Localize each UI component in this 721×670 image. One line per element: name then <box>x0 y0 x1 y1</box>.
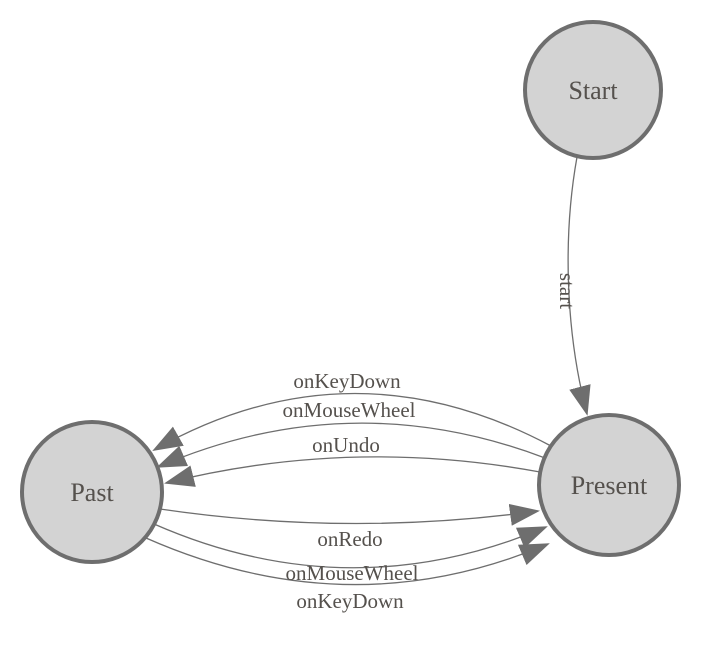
edge-label-onkeydown-top: onKeyDown <box>293 369 401 393</box>
edge-label-onkeydown-bottom: onKeyDown <box>296 589 404 613</box>
edge-past-to-present-onredo <box>159 503 540 526</box>
node-past-circle <box>20 420 164 564</box>
edge-present-to-past-onkeydown <box>152 392 552 451</box>
node-present-circle <box>537 413 681 557</box>
node-start-circle <box>523 20 663 160</box>
edge-labels: start onKeyDown onMouseWheel onUndo onRe… <box>283 273 579 613</box>
node-past: Past <box>20 420 164 564</box>
edge-past-to-present-onmousewheel <box>153 523 548 569</box>
node-present: Present <box>537 413 681 557</box>
edge-lines <box>145 156 591 586</box>
node-past-label: Past <box>70 478 114 507</box>
edge-start-to-present <box>567 156 591 416</box>
edge-label-onredo: onRedo <box>317 527 382 551</box>
edge-past-to-present-onkeydown <box>145 537 550 586</box>
edge-present-to-past-onundo <box>164 456 541 487</box>
nodes: Start Present Past <box>20 20 681 564</box>
edge-label-onmousewheel-top: onMouseWheel <box>283 398 416 422</box>
node-start-label: Start <box>568 76 618 105</box>
node-start: Start <box>523 20 663 160</box>
node-present-label: Present <box>571 471 648 500</box>
edge-label-onmousewheel-bottom: onMouseWheel <box>286 561 419 585</box>
edge-label-start: start <box>555 273 579 309</box>
edge-label-onundo: onUndo <box>312 433 380 457</box>
edge-present-to-past-onmousewheel <box>156 422 546 468</box>
